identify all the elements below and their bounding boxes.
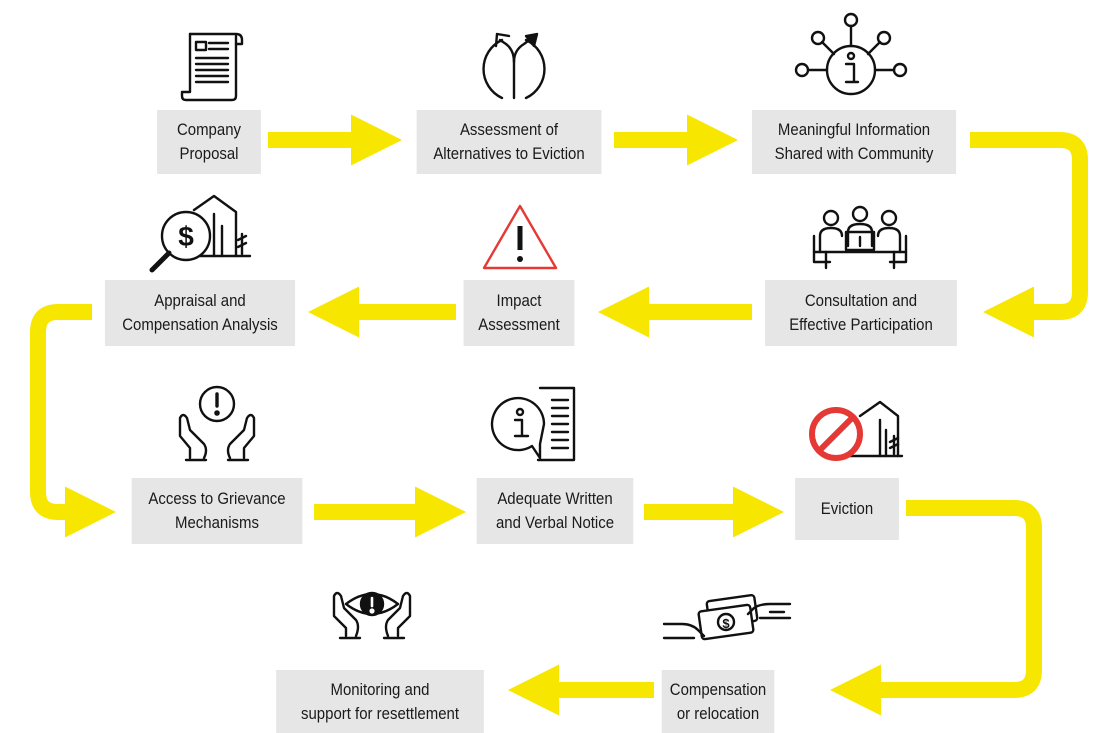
- step-label: Impact Assessment: [478, 291, 560, 334]
- warning-triangle-icon: [482, 204, 558, 270]
- information-network-icon: [794, 12, 908, 96]
- step-label: Company Proposal: [176, 120, 242, 163]
- step-compensation-relocation: Compensation or relocation: [661, 670, 775, 733]
- step-label: Eviction: [820, 499, 874, 518]
- step-eviction: Eviction: [795, 478, 899, 540]
- step-label: Compensation or relocation: [669, 679, 767, 723]
- step-appraisal-compensation-analysis: Appraisal and Compensation Analysis: [104, 280, 296, 346]
- step-label: Monitoring and support for resettlement: [301, 679, 459, 723]
- step-monitoring-support: Monitoring and support for resettlement: [276, 670, 484, 733]
- svg-text:$: $: [722, 616, 730, 631]
- step-consultation: Consultation and Effective Participation: [765, 280, 957, 346]
- step-label: Consultation and Effective Participation: [789, 291, 933, 334]
- svg-text:$: $: [178, 221, 194, 252]
- magnifier-dollar-house-icon: $: [149, 194, 252, 273]
- arrow-9-to-10: [830, 500, 1042, 716]
- hands-eye-icon: [332, 591, 412, 640]
- step-label: Access to Grievance Mechanisms: [148, 489, 286, 532]
- step-grievance-mechanisms: Access to Grievance Mechanisms: [131, 478, 303, 544]
- step-written-verbal-notice: Adequate Written and Verbal Notice: [476, 478, 634, 544]
- info-speech-document-icon: [490, 386, 576, 462]
- step-label: Assessment of Alternatives to Eviction: [433, 120, 585, 163]
- step-company-proposal: Company Proposal: [157, 110, 261, 174]
- scroll-document-icon: [180, 32, 244, 102]
- step-label: Adequate Written and Verbal Notice: [495, 489, 615, 532]
- hands-exclamation-icon: [178, 385, 256, 462]
- step-assessment-of-alternatives: Assessment of Alternatives to Eviction: [416, 110, 602, 174]
- step-meaningful-information: Meaningful Information Shared with Commu…: [751, 110, 957, 174]
- no-entry-house-icon: [809, 400, 904, 461]
- arrow-6-to-7: [30, 304, 116, 538]
- step-label: Meaningful Information Shared with Commu…: [774, 120, 934, 163]
- step-impact-assessment: Impact Assessment: [463, 280, 575, 346]
- step-label: Appraisal and Compensation Analysis: [122, 291, 278, 334]
- alternative-paths-icon: [482, 32, 546, 100]
- arrow-3-to-4: [970, 132, 1088, 338]
- cash-handover-icon: $: [662, 593, 792, 641]
- meeting-table-icon: [812, 205, 908, 270]
